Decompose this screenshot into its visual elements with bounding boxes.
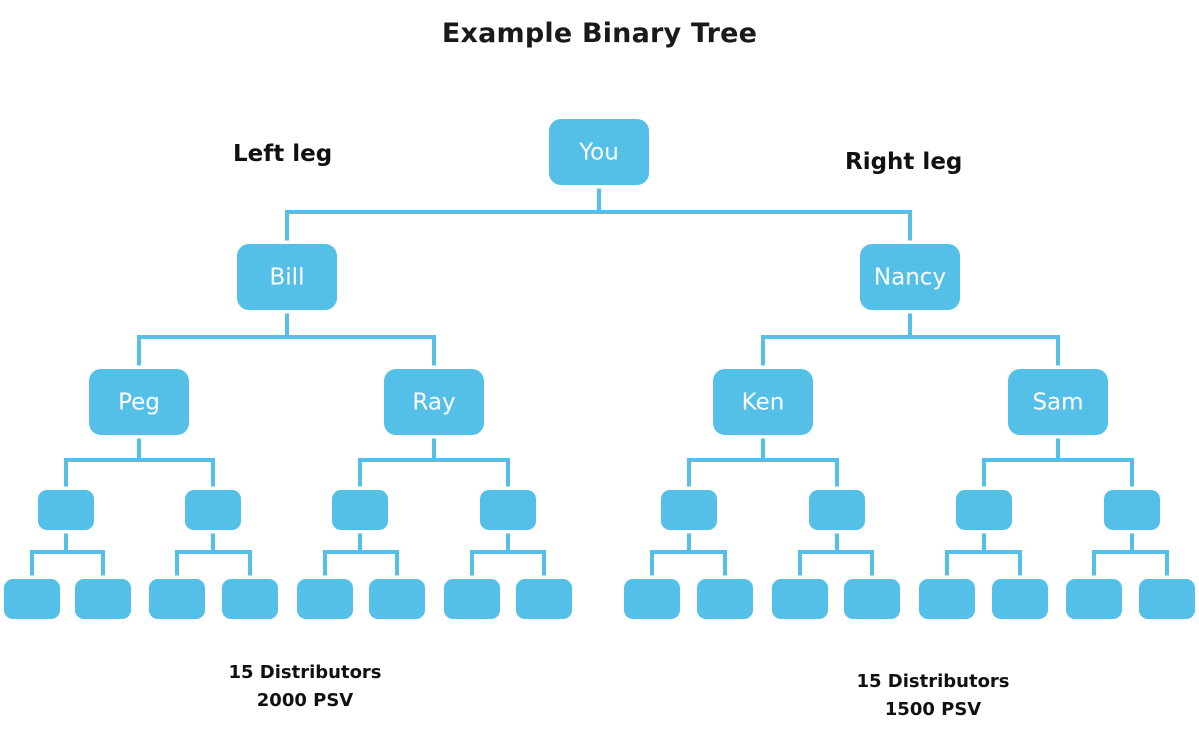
node-label: Ray: [412, 390, 455, 416]
node-body[interactable]: [185, 490, 241, 530]
node-body[interactable]: [919, 579, 975, 619]
tree-node[interactable]: [693, 575, 757, 623]
tree-node[interactable]: [218, 575, 282, 623]
node-body[interactable]: [369, 579, 425, 619]
right-leg-summary: 15 Distributors 1500 PSV: [818, 668, 1048, 724]
left-leg-summary: 15 Distributors 2000 PSV: [190, 659, 420, 715]
connector-layer: [30, 185, 1169, 579]
node-body[interactable]: [809, 490, 865, 530]
node-body[interactable]: [516, 579, 572, 619]
tree-node-sam[interactable]: Sam: [1004, 365, 1112, 439]
tree-node-nancy[interactable]: Nancy: [856, 240, 964, 314]
node-body[interactable]: [992, 579, 1048, 619]
tree-node[interactable]: [0, 575, 64, 623]
node-body[interactable]: [1008, 369, 1108, 435]
node-body[interactable]: [222, 579, 278, 619]
tree-node[interactable]: [145, 575, 209, 623]
node-body[interactable]: [661, 490, 717, 530]
tree-node[interactable]: [512, 575, 576, 623]
tree-node[interactable]: [476, 486, 540, 534]
node-body[interactable]: [1104, 490, 1160, 530]
node-body[interactable]: [549, 119, 649, 185]
tree-node[interactable]: [1062, 575, 1126, 623]
node-body[interactable]: [697, 579, 753, 619]
left-distributors-count: 15 Distributors: [228, 662, 382, 683]
tree-node-peg[interactable]: Peg: [85, 365, 193, 439]
tree-node-you[interactable]: You: [545, 115, 653, 189]
node-body[interactable]: [89, 369, 189, 435]
left-psv-value: 2000 PSV: [256, 690, 354, 711]
tree-node[interactable]: [620, 575, 684, 623]
tree-node[interactable]: [328, 486, 392, 534]
node-body[interactable]: [713, 369, 813, 435]
tree-node[interactable]: [1135, 575, 1199, 623]
node-label: You: [578, 140, 619, 166]
node-label: Nancy: [874, 265, 946, 291]
tree-node[interactable]: [71, 575, 135, 623]
node-body[interactable]: [444, 579, 500, 619]
node-label: Sam: [1032, 390, 1083, 416]
node-body[interactable]: [860, 244, 960, 310]
node-body[interactable]: [1066, 579, 1122, 619]
node-label: Bill: [270, 265, 305, 291]
node-body[interactable]: [1139, 579, 1195, 619]
node-body[interactable]: [149, 579, 205, 619]
node-body[interactable]: [4, 579, 60, 619]
node-body[interactable]: [480, 490, 536, 530]
tree-node[interactable]: [915, 575, 979, 623]
tree-node-ray[interactable]: Ray: [380, 365, 488, 439]
node-label: Peg: [118, 390, 160, 416]
right-psv-value: 1500 PSV: [884, 699, 982, 720]
tree-node[interactable]: [952, 486, 1016, 534]
tree-node[interactable]: [988, 575, 1052, 623]
node-body[interactable]: [956, 490, 1012, 530]
tree-node[interactable]: [657, 486, 721, 534]
node-body[interactable]: [772, 579, 828, 619]
tree-node[interactable]: [34, 486, 98, 534]
right-distributors-count: 15 Distributors: [856, 671, 1010, 692]
tree-node[interactable]: [805, 486, 869, 534]
tree-node[interactable]: [440, 575, 504, 623]
tree-node[interactable]: [840, 575, 904, 623]
node-body[interactable]: [38, 490, 94, 530]
node-body[interactable]: [332, 490, 388, 530]
tree-node[interactable]: [365, 575, 429, 623]
tree-node[interactable]: [1100, 486, 1164, 534]
tree-node[interactable]: [768, 575, 832, 623]
page-title: Example Binary Tree: [441, 18, 758, 49]
node-body[interactable]: [624, 579, 680, 619]
node-body[interactable]: [237, 244, 337, 310]
node-body[interactable]: [297, 579, 353, 619]
node-body[interactable]: [844, 579, 900, 619]
right-leg-label: Right leg: [845, 149, 963, 175]
node-body[interactable]: [384, 369, 484, 435]
node-body[interactable]: [75, 579, 131, 619]
node-label: Ken: [742, 390, 785, 416]
tree-node[interactable]: [181, 486, 245, 534]
tree-node[interactable]: [293, 575, 357, 623]
tree-node-ken[interactable]: Ken: [709, 365, 817, 439]
left-leg-label: Left leg: [233, 141, 333, 167]
tree-node-bill[interactable]: Bill: [233, 240, 341, 314]
